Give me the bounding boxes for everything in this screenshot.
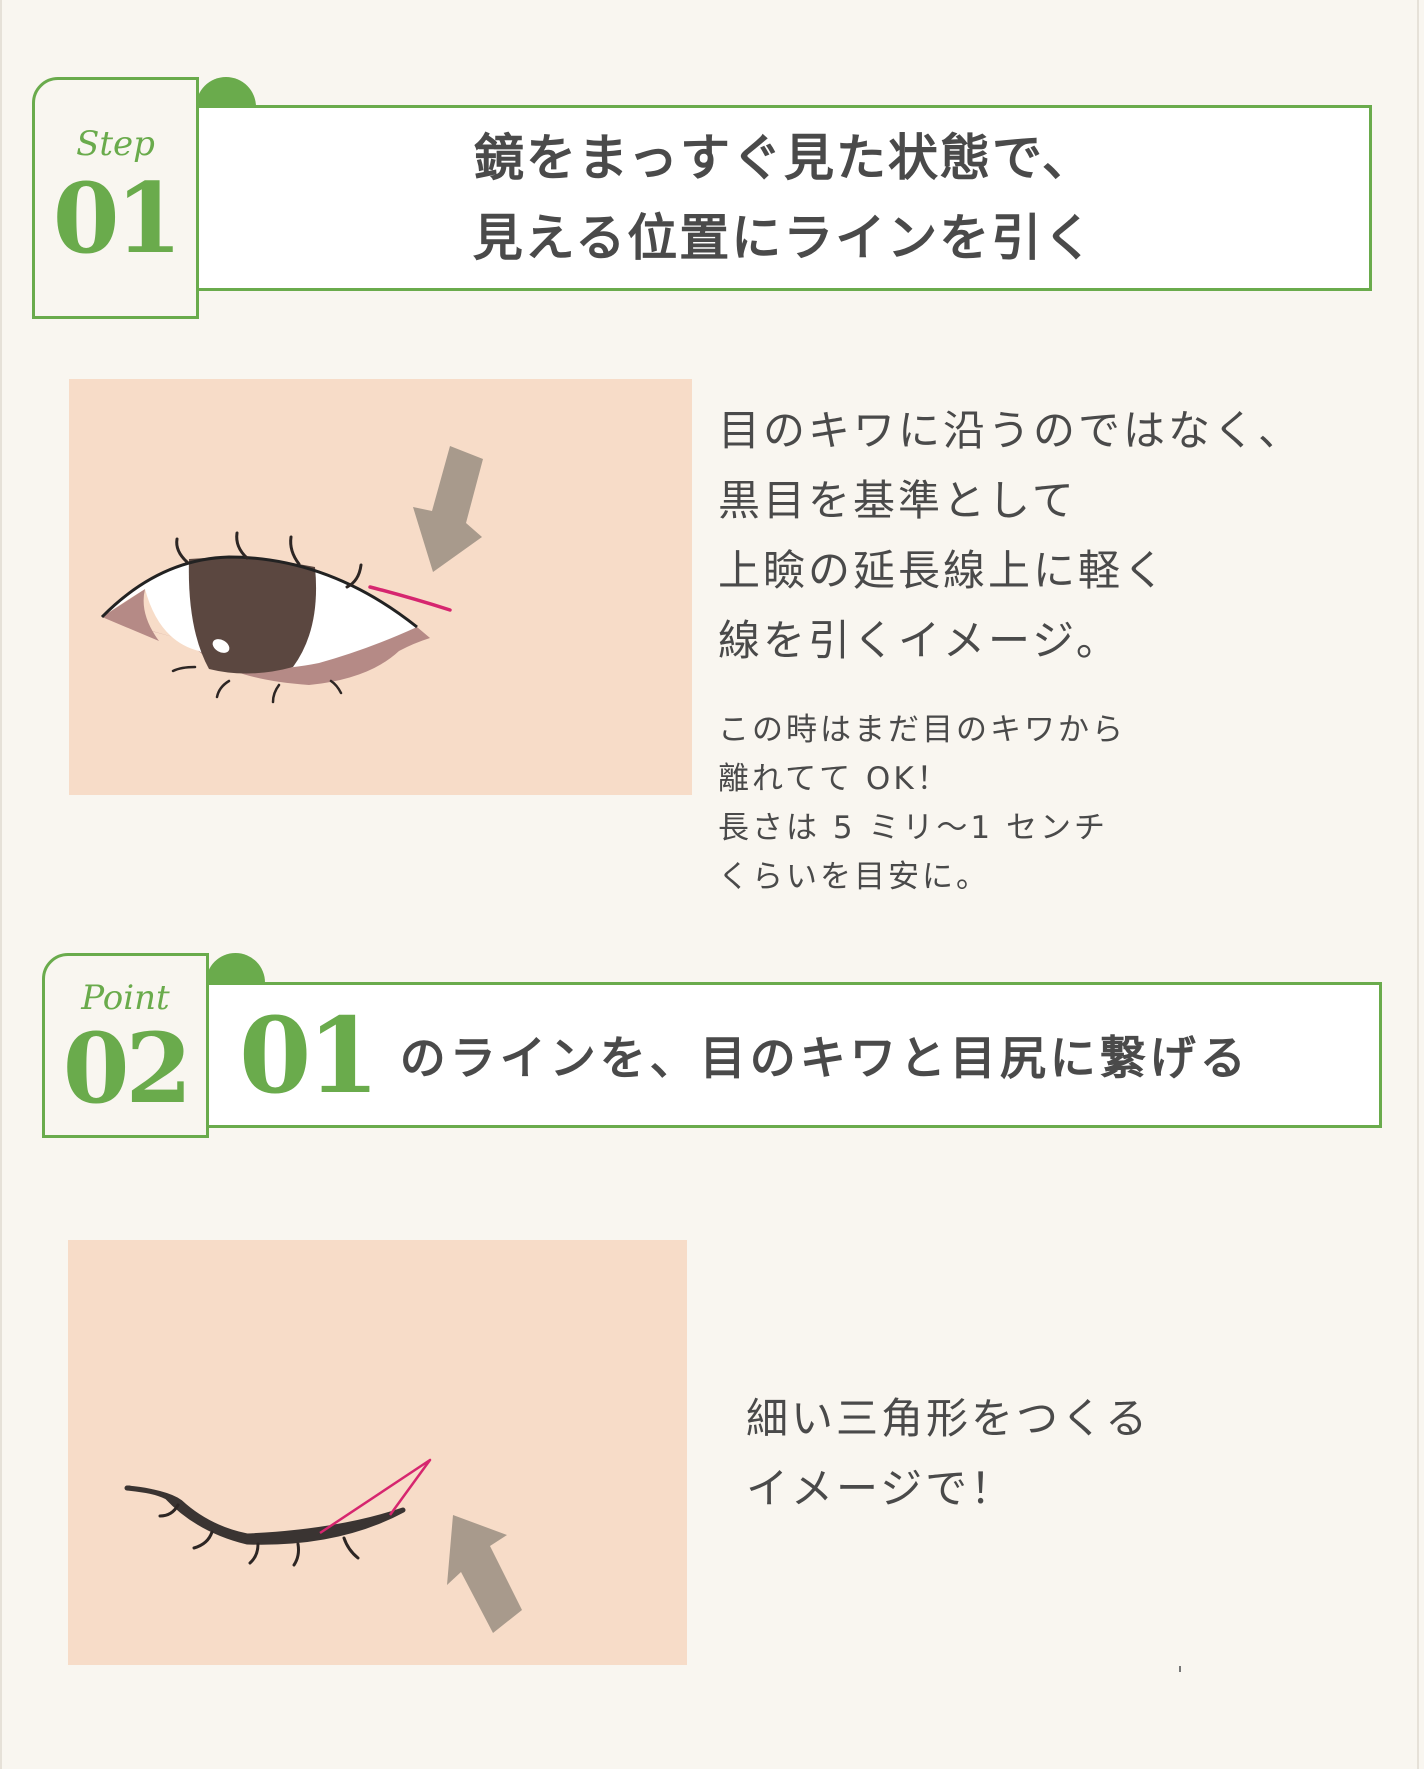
arrow-down-left-icon bbox=[413, 446, 483, 572]
point-lead-line-2: イメージで！ bbox=[746, 1464, 1016, 1513]
note-line-3: 長さは 5 ミリ〜1 センチ bbox=[718, 810, 1109, 846]
note-line-4: くらいを目安に。 bbox=[718, 859, 990, 895]
liner-extension bbox=[368, 585, 452, 612]
lead-line-4: 線を引くイメージ。 bbox=[718, 616, 1121, 665]
step-title-box: 鏡をまっすぐ見た状態で、 見える位置にラインを引く bbox=[196, 105, 1372, 291]
step-tab: Step 01 bbox=[32, 77, 199, 319]
note-line-2: 離れてて OK！ bbox=[718, 761, 951, 797]
right-frame-edge bbox=[1417, 0, 1419, 1769]
lead-line-2: 黒目を基準として bbox=[718, 476, 1077, 525]
open-eye-illustration bbox=[69, 379, 692, 795]
point-tab-number: 02 bbox=[62, 1012, 193, 1125]
point-lead-line-1: 細い三角形をつくる bbox=[746, 1394, 1151, 1443]
stray-mark bbox=[1179, 1666, 1181, 1672]
step-tab-label: Step bbox=[76, 124, 155, 164]
point-tab: Point 02 bbox=[42, 953, 209, 1138]
step-lead-text: 目のキワに沿うのではなく、 黒目を基準として 上瞼の延長線上に軽く 線を引くイメ… bbox=[718, 396, 1303, 676]
lead-line-1: 目のキワに沿うのではなく、 bbox=[718, 406, 1304, 455]
point-title-text: のラインを、目のキワと目尻に繋げる bbox=[399, 1031, 1250, 1085]
point-title-box: 01 のラインを、目のキワと目尻に繋げる bbox=[206, 982, 1382, 1128]
point-tab-fold-cap bbox=[206, 953, 265, 983]
arrow-up-left-icon bbox=[447, 1515, 522, 1633]
note-line-1: この時はまだ目のキワから bbox=[718, 712, 1126, 748]
iris bbox=[188, 557, 317, 674]
point-title: 01 のラインを、目のキワと目尻に繋げる bbox=[209, 985, 1250, 1125]
step-note-text: この時はまだ目のキワから 離れてて OK！ 長さは 5 ミリ〜1 センチ くらい… bbox=[718, 706, 1126, 902]
lead-line-3: 上瞼の延長線上に軽く bbox=[718, 546, 1169, 595]
left-frame-edge bbox=[0, 0, 2, 1769]
point-lead-text: 細い三角形をつくる イメージで！ bbox=[746, 1384, 1150, 1524]
liner-triangle bbox=[319, 1458, 432, 1535]
point-title-number: 01 bbox=[239, 993, 380, 1117]
step-tab-fold-cap bbox=[196, 77, 256, 107]
step-tab-number: 01 bbox=[52, 162, 183, 275]
step-title-line-2: 見える位置にラインを引く bbox=[472, 209, 1096, 267]
step-title-line-1: 鏡をまっすぐ見た状態で、 bbox=[474, 129, 1094, 187]
closed-lash-line bbox=[124, 1485, 406, 1545]
point-tab-label: Point bbox=[81, 978, 170, 1018]
closed-eye-illustration bbox=[68, 1240, 687, 1665]
